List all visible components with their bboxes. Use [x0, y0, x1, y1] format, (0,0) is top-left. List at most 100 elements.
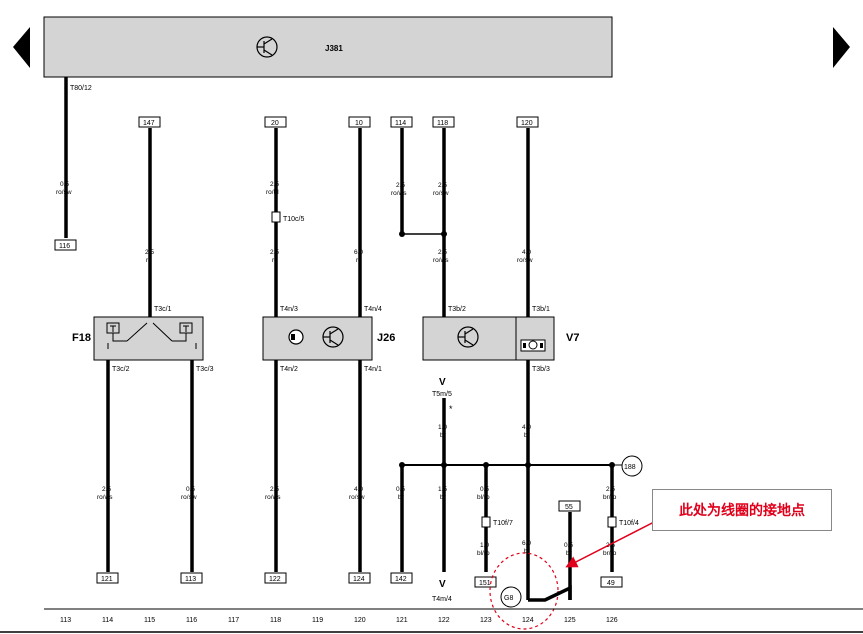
component-f18-label: F18	[72, 332, 91, 344]
wire-color-label: ro/bl	[266, 189, 279, 196]
thermal-switch-icon	[106, 322, 197, 349]
fan-v7-box	[422, 316, 555, 361]
wire-size-label: 0.5	[564, 542, 573, 549]
wire-color-label: ro/ws	[391, 190, 407, 197]
wire-color-label: ro/sw	[181, 494, 197, 501]
wire-size-label: 1.0	[438, 424, 447, 431]
lamp-icon	[288, 329, 304, 345]
reference-188-circle	[621, 455, 643, 477]
transistor-icon	[256, 36, 278, 58]
wire-color-label: br	[524, 432, 531, 439]
ruler-label: 125	[564, 617, 576, 624]
star-mark: *	[449, 404, 453, 414]
wire-color-label: bl/ro	[477, 550, 490, 557]
wire-color-label: ro/sw	[433, 190, 449, 197]
relay-j381-box	[43, 16, 613, 78]
terminal-label: 118	[437, 120, 448, 127]
terminal-10	[348, 116, 371, 128]
terminal-114	[390, 116, 413, 128]
wire-size-label: 2.5	[270, 249, 279, 256]
terminal-label: 142	[395, 576, 407, 583]
wire-size-label: 4.0	[522, 249, 531, 256]
v-reference-label: V	[439, 377, 446, 388]
connector-icon	[271, 211, 281, 223]
junction-dot	[441, 462, 447, 468]
wire-size-label: 6.0	[354, 249, 363, 256]
terminal-label: 55	[565, 504, 573, 511]
relay-j26-box	[262, 316, 373, 361]
terminal-label: 20	[271, 120, 279, 127]
terminal-label: 10	[355, 120, 363, 127]
terminal-142	[390, 572, 413, 584]
pin-label: T3c/3	[196, 366, 214, 373]
v-reference-label: V	[439, 579, 446, 590]
terminal-label: 114	[395, 120, 406, 127]
wire-color-label: ro/ws	[265, 494, 281, 501]
terminal-label: G8	[504, 595, 513, 602]
pin-label: T4m/4	[432, 596, 452, 603]
terminal-label: 188	[624, 464, 636, 471]
wire-color-label: br	[398, 494, 405, 501]
wire-size-label: 0.5	[186, 486, 195, 493]
annotation-box: 此处为线圈的接地点	[652, 489, 832, 531]
wire-size-label: 1.0	[480, 542, 489, 549]
wire-size-label: 2.5	[606, 486, 615, 493]
pin-label: T80/12	[70, 85, 92, 92]
terminal-20	[264, 116, 287, 128]
connector-icon	[607, 516, 617, 528]
terminal-121	[96, 572, 119, 584]
terminal-122	[264, 572, 287, 584]
ruler-label: 115	[144, 617, 155, 624]
ruler-label: 116	[186, 617, 197, 624]
pin-label: T4n/4	[364, 306, 382, 313]
wire-size-label: 2.5	[438, 249, 447, 256]
terminal-label: 122	[269, 576, 281, 583]
terminal-147	[138, 116, 161, 128]
ruler-label: 117	[228, 617, 239, 624]
junction-dot	[399, 231, 405, 237]
wire-size-label: 4.0	[522, 424, 531, 431]
pin-label: T4n/3	[280, 306, 298, 313]
ruler-label: 126	[606, 617, 618, 624]
terminal-116	[54, 239, 77, 251]
terminal-label: 116	[59, 243, 70, 250]
terminal-label: 147	[143, 120, 155, 127]
pin-label: T3c/1	[154, 306, 172, 313]
wire-size-label: 2.5	[270, 181, 279, 188]
terminal-label: 49	[607, 580, 615, 587]
terminal-label: 121	[101, 576, 113, 583]
terminal-120	[516, 116, 539, 128]
relay-j381-label: J381	[325, 44, 343, 53]
ruler-label: 123	[480, 617, 492, 624]
wire-color-label: br	[440, 494, 447, 501]
connector-label: T10f/7	[493, 520, 513, 527]
switch-f18-box	[93, 316, 204, 361]
wire-size-label: 2.5	[102, 486, 111, 493]
wire-size-label: 2.5	[145, 249, 154, 256]
terminal-49	[600, 576, 623, 588]
pin-label: T3c/2	[112, 366, 130, 373]
terminal-151	[474, 576, 497, 588]
wire-size-label: 2.5	[396, 182, 405, 189]
wire-size-label: 6.0	[522, 540, 531, 547]
wire-color-label: bl/ro	[477, 494, 490, 501]
pin-label: T4n/1	[364, 366, 382, 373]
highlight-circle	[489, 552, 559, 630]
transistor-icon	[322, 326, 344, 348]
ruler-label: 122	[438, 617, 450, 624]
transistor-icon	[457, 326, 479, 348]
terminal-55	[558, 500, 581, 512]
pin-label: T3b/3	[532, 366, 550, 373]
connector-label: T10c/5	[283, 216, 305, 223]
ruler-label: 113	[60, 617, 71, 624]
terminal-113	[180, 572, 203, 584]
ruler-label: 120	[354, 617, 366, 624]
wire-color-label: ro/sw	[517, 257, 533, 264]
connector-label: T10f/4	[619, 520, 639, 527]
right-arrow-icon	[833, 27, 850, 68]
wire-size-label: 1.5	[438, 486, 447, 493]
ruler-label: 119	[312, 617, 323, 624]
wire-size-label: 2.5	[270, 486, 279, 493]
wire-size-label: 4.0	[354, 486, 363, 493]
